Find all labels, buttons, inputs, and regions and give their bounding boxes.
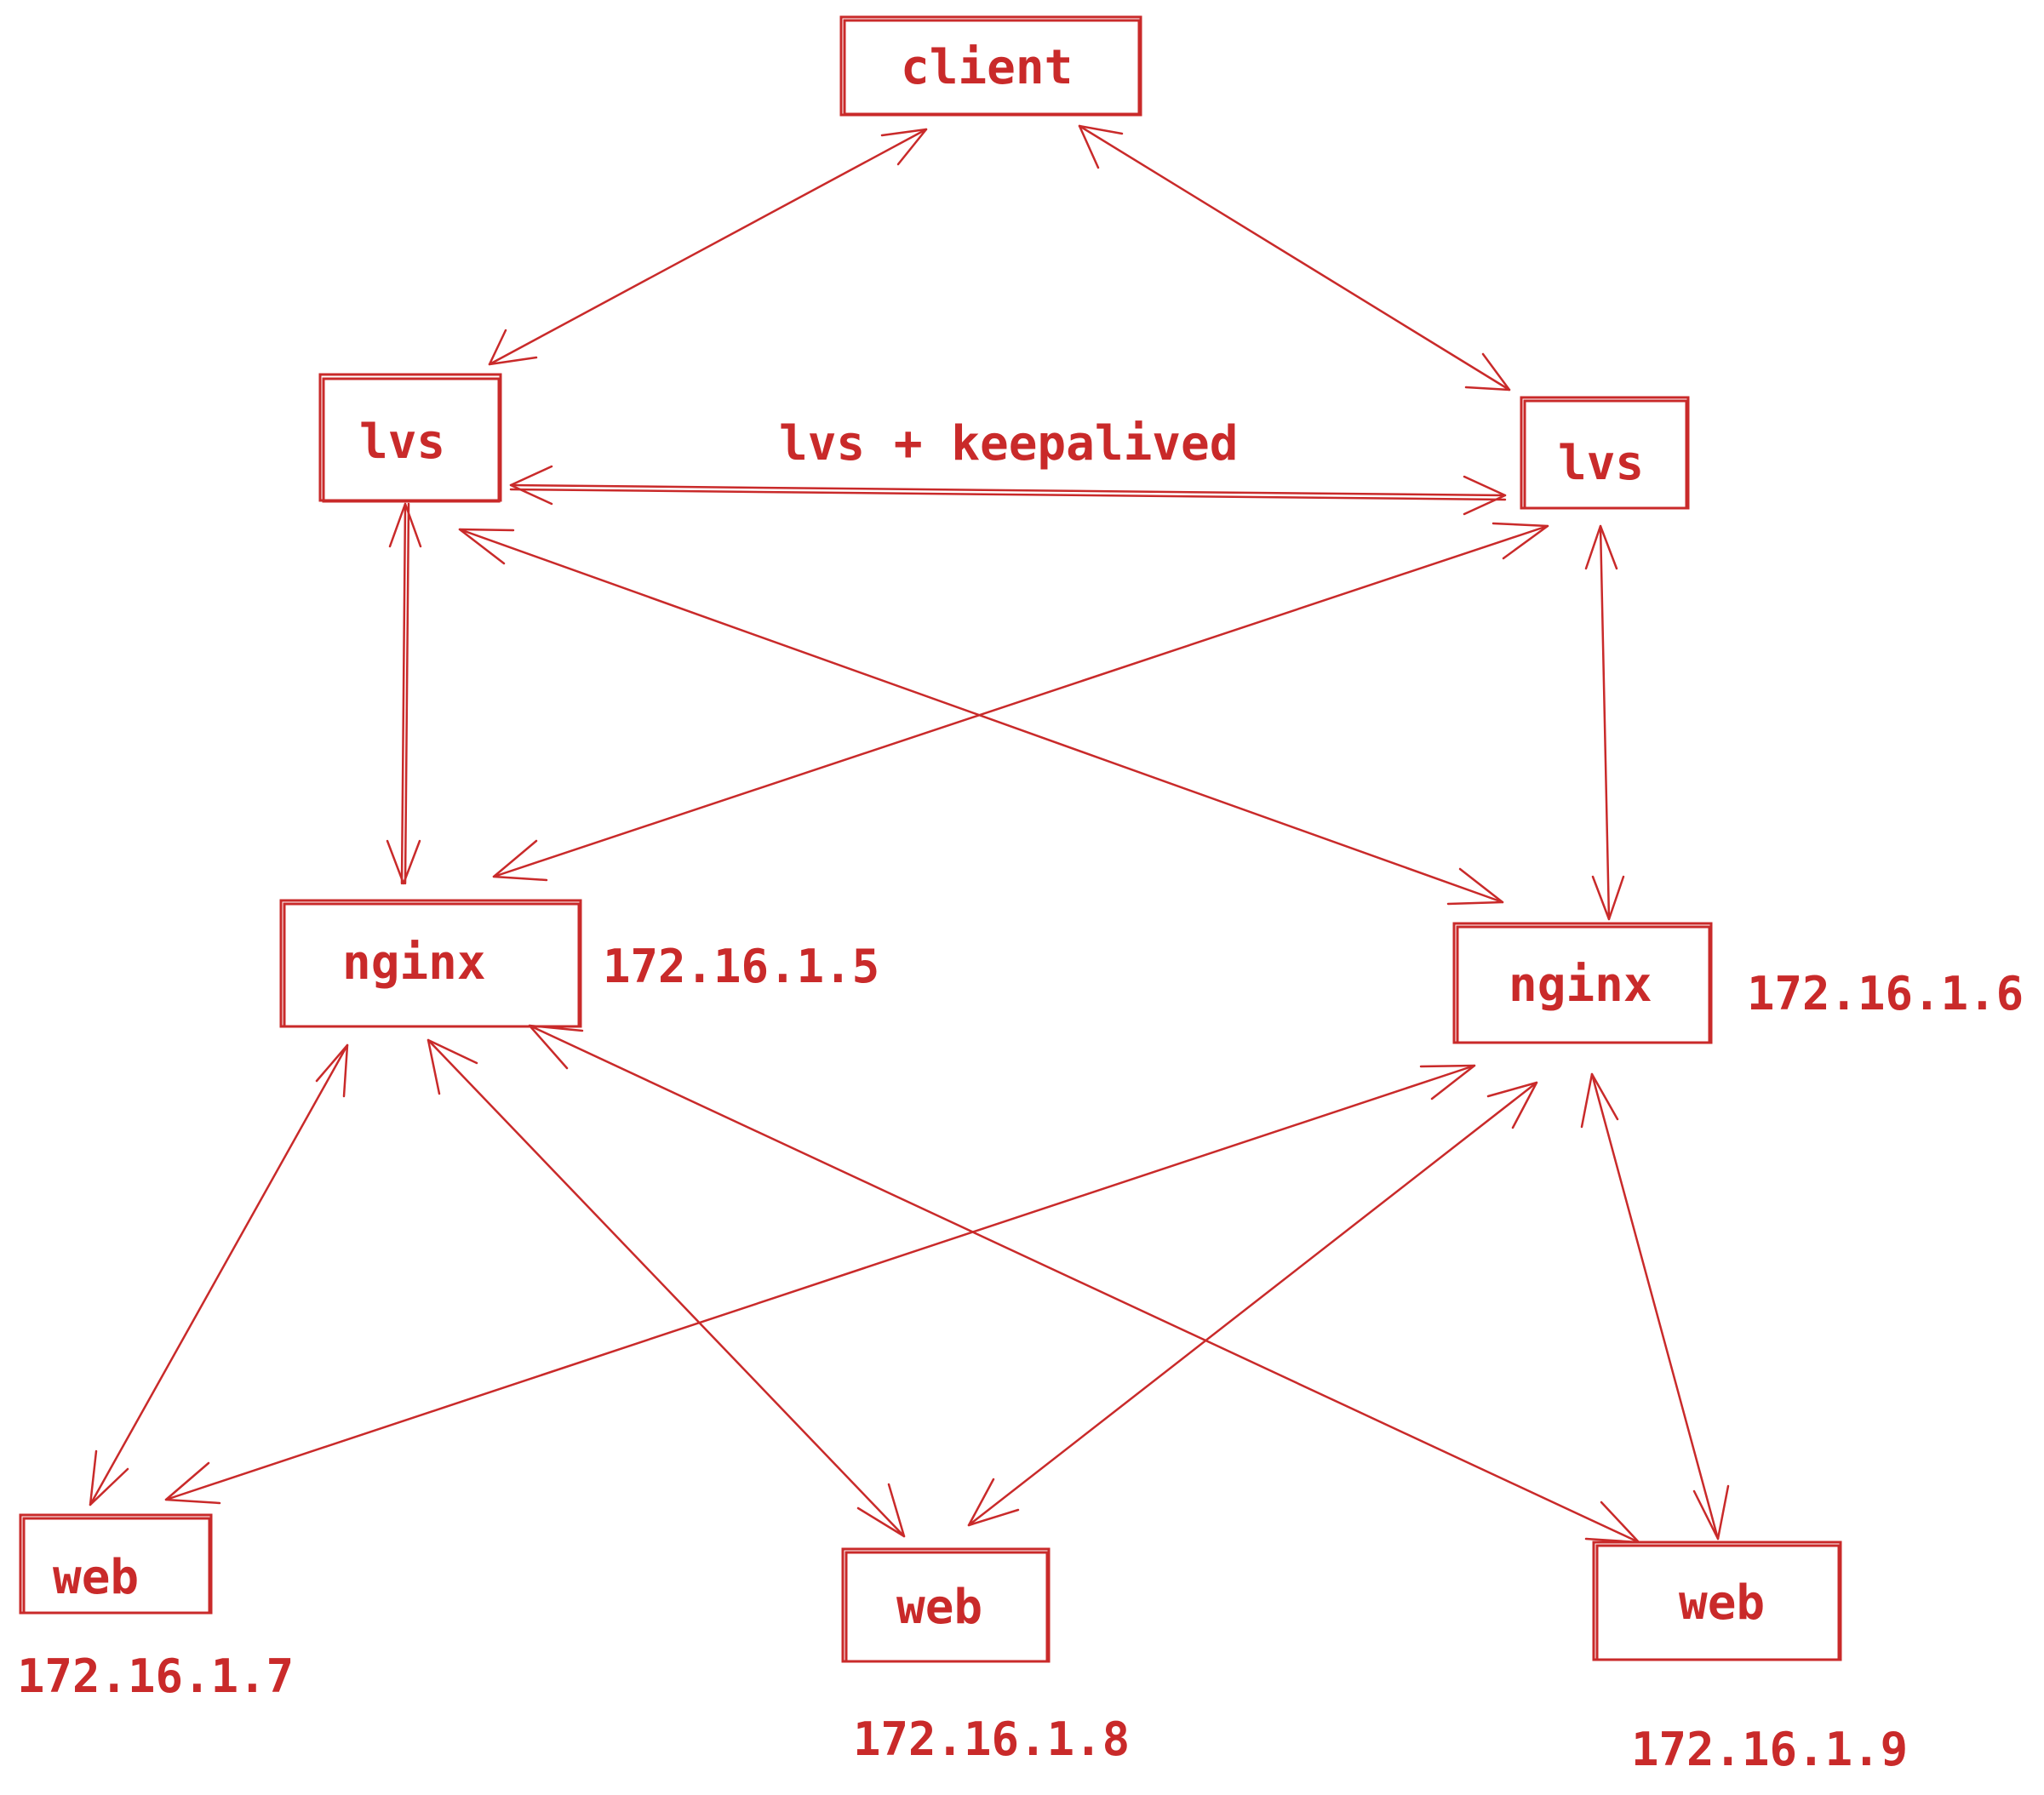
node-nginx1-label: nginx: [342, 935, 486, 991]
edge-nginx1-web2: [427, 1038, 906, 1538]
keepalived-label: lvs + keepalived: [779, 416, 1238, 472]
nginx1-ip: 172.16.1.5: [603, 940, 879, 993]
edge-lvs1-nginx1: [386, 502, 422, 885]
node-web1: web: [19, 1513, 213, 1615]
edge-nginx1-web3: [528, 1024, 1640, 1544]
edge-nginx1-web1: [89, 1043, 349, 1506]
node-lvs1-label: lvs: [359, 414, 445, 470]
node-lvs2: lvs: [1520, 396, 1690, 510]
node-lvs2-label: lvs: [1558, 436, 1644, 491]
nginx2-ip: 172.16.1.6: [1747, 967, 2024, 1020]
edge-lvs1-lvs2: [509, 465, 1507, 516]
edge-client-lvs2: [1078, 124, 1511, 392]
edge-nginx2-web3: [1580, 1072, 1730, 1541]
node-nginx2: nginx: [1452, 922, 1713, 1044]
edge-nginx2-web2: [967, 1081, 1538, 1527]
edge-lvs2-nginx2: [1584, 524, 1625, 921]
node-client-label: client: [901, 40, 1073, 95]
edge-nginx2-web1: [164, 1064, 1476, 1505]
node-web2-label: web: [896, 1580, 982, 1635]
web3-ip: 172.16.1.9: [1631, 1723, 1908, 1776]
node-client: client: [839, 15, 1142, 117]
edge-lvs1-nginx2: [458, 528, 1504, 906]
node-nginx1: nginx: [279, 899, 582, 1028]
edge-client-lvs1: [488, 128, 928, 366]
web2-ip: 172.16.1.8: [853, 1712, 1130, 1766]
web1-ip: 172.16.1.7: [17, 1649, 294, 1703]
node-web1-label: web: [53, 1550, 139, 1605]
node-web2: web: [841, 1547, 1051, 1663]
node-nginx2-label: nginx: [1509, 958, 1652, 1013]
node-lvs1: lvs: [318, 373, 502, 503]
edges-layer: [89, 124, 1730, 1544]
edge-lvs2-nginx1: [492, 522, 1549, 882]
node-web3-label: web: [1679, 1575, 1765, 1631]
node-web3: web: [1592, 1541, 1842, 1661]
